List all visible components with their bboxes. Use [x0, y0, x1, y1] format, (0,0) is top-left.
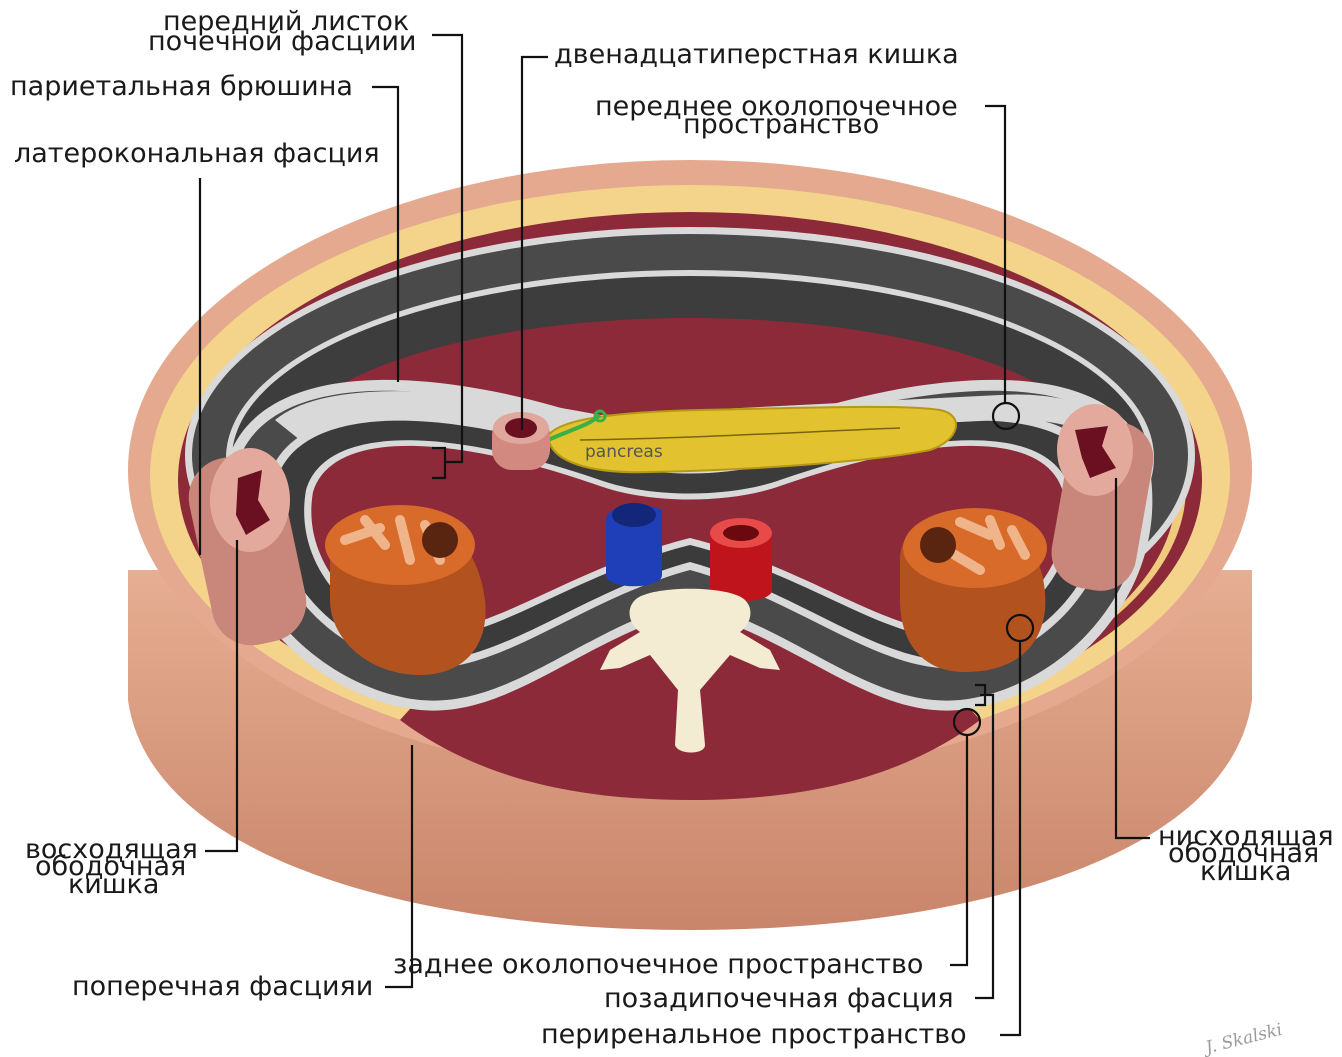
label-duodenum: двенадцатиперстная кишка: [554, 39, 959, 70]
label-perirenal-space: периренальное пространство: [541, 1019, 967, 1050]
pancreas-label: pancreas: [585, 442, 663, 462]
label-parietal-peritoneum: париетальная брюшина: [10, 71, 353, 102]
label-anterior-pararenal-space-2: пространство: [683, 109, 879, 140]
label-posterior-pararenal-space: заднее околопочечное пространство: [393, 949, 923, 980]
label-anterior-renal-fascia-2: почечной фасциии: [148, 26, 416, 57]
inferior-vena-cava: [606, 503, 662, 586]
signature: J. Skalski: [1201, 1020, 1285, 1057]
aorta: [710, 518, 772, 601]
label-posterior-renal-fascia: позадипочечная фасция: [604, 983, 954, 1014]
label-ascending-colon-3: кишка: [68, 869, 159, 900]
label-descending-colon-3: кишка: [1200, 856, 1291, 887]
right-kidney: [900, 508, 1047, 672]
label-transversalis-fascia: поперечная фасцияи: [72, 971, 373, 1002]
label-lateroconal-fascia: латерокональная фасция: [14, 138, 380, 169]
